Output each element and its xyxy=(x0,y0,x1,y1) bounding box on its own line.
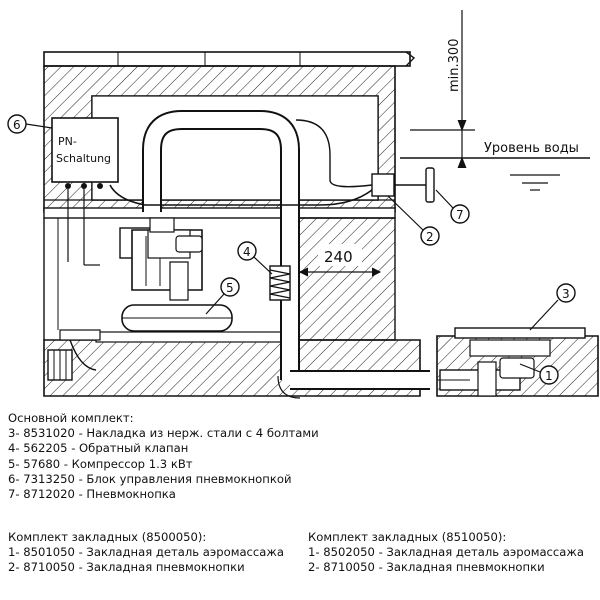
svg-text:2: 2 xyxy=(426,230,434,244)
svg-text:1: 1 xyxy=(545,369,553,383)
callout-1: 1 xyxy=(519,363,559,385)
dim-240-label: 240 xyxy=(324,248,353,266)
kit-title: Комплект закладных (8500050): xyxy=(8,530,207,544)
compressor xyxy=(119,217,233,332)
legend-kit-8510050: Комплект закладных (8510050): 1- 8502050… xyxy=(308,530,584,576)
drain-fitting xyxy=(47,329,101,381)
legend-item: 3- 8531020 - Накладка из нерж. стали с 4… xyxy=(8,426,319,441)
legend-item: 6- 7313250 - Блок управления пневмокнопк… xyxy=(8,471,292,486)
legend-main: Основной комплект: 3- 8531020 - Накладка… xyxy=(8,411,319,502)
svg-text:6: 6 xyxy=(13,118,21,132)
callout-2: 2 xyxy=(387,195,440,246)
legend-kit-8500050: Комплект закладных (8500050): 1- 8501050… xyxy=(8,530,284,576)
control-hose xyxy=(109,119,373,206)
callout-7: 7 xyxy=(435,189,470,224)
svg-text:7: 7 xyxy=(456,208,464,222)
box-label-2: Schaltung xyxy=(56,152,111,165)
kit-item: 1- 8502050 - Закладная деталь аэромассаж… xyxy=(308,545,584,560)
svg-text:3: 3 xyxy=(562,287,570,301)
air-pipe xyxy=(142,110,432,399)
pool-shell-section xyxy=(436,327,599,397)
installation-drawing: PN- Schaltung xyxy=(7,10,599,399)
water-level-label: Уровень воды xyxy=(484,141,579,156)
kit-item: 2- 8710050 - Закладная пневмокнопки xyxy=(308,560,545,575)
callout-6: 6 xyxy=(7,114,53,134)
air-button-assembly: Уровень воды xyxy=(371,141,590,203)
legend-item: 4- 562205 - Обратный клапан xyxy=(8,441,189,456)
kit-item: 1- 8501050 - Закладная деталь аэромассаж… xyxy=(8,545,284,560)
box-label-1: PN- xyxy=(58,135,77,148)
legend-item: 5- 57680 - Компрессор 1.3 кВт xyxy=(8,456,193,471)
callout-3: 3 xyxy=(529,283,576,331)
svg-text:4: 4 xyxy=(243,245,251,259)
dimension-240: 240 xyxy=(298,244,382,277)
min300-label: min.300 xyxy=(447,39,462,92)
kit-item: 2- 8710050 - Закладная пневмокнопки xyxy=(8,560,245,575)
svg-text:5: 5 xyxy=(226,281,234,295)
pn-control-box: PN- Schaltung xyxy=(51,117,119,266)
legend-main-title: Основной комплект: xyxy=(8,411,134,425)
check-valve xyxy=(269,265,291,301)
floor-slab xyxy=(43,199,396,219)
callout-4: 4 xyxy=(237,241,273,275)
legend-item: 7- 8712020 - Пневмокнопка xyxy=(8,487,176,502)
dimension-min300: min.300 xyxy=(410,10,475,169)
coping-slab xyxy=(43,51,416,67)
callout-5: 5 xyxy=(205,277,240,315)
kit-title: Комплект закладных (8510050): xyxy=(308,530,507,544)
